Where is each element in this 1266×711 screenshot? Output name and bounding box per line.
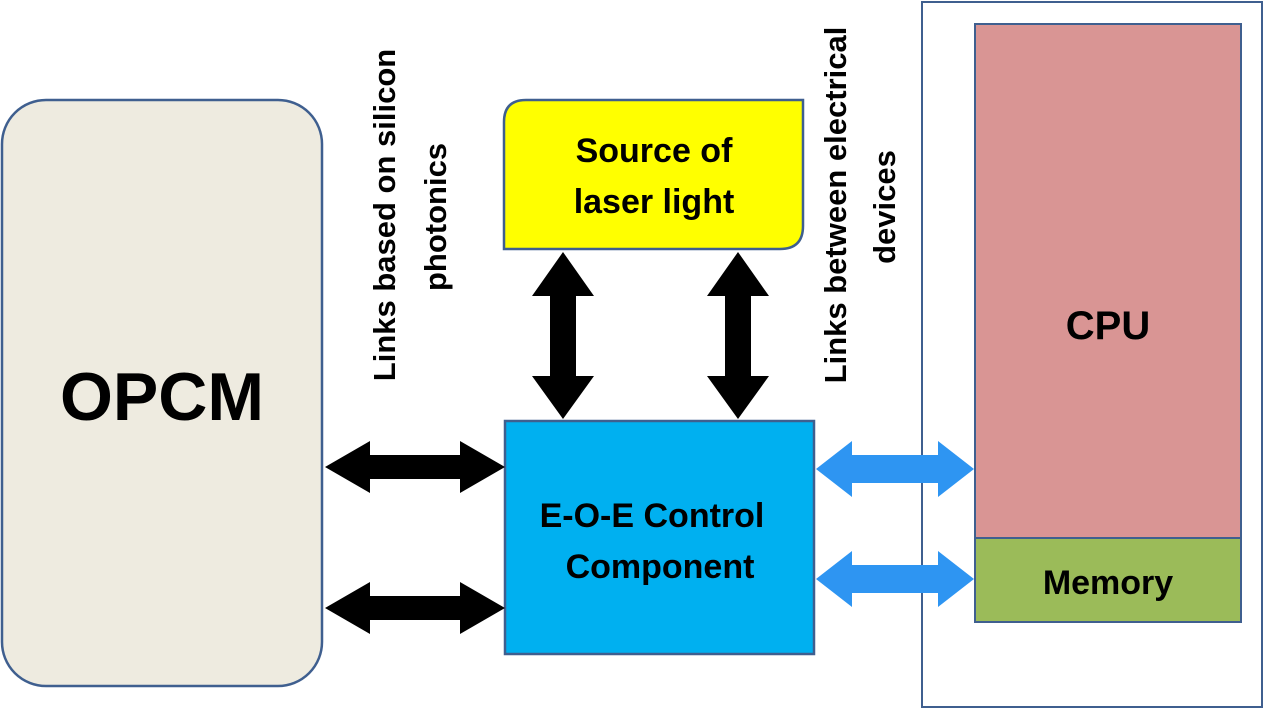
electrical-links-label-line1: Links between electrical bbox=[818, 27, 853, 384]
laser-source-label-line1: Source of bbox=[576, 132, 733, 170]
opcm-node bbox=[0, 98, 324, 688]
eoe-control-node bbox=[503, 419, 816, 656]
laser-link-arrow bbox=[532, 252, 594, 419]
photonic-link-arrow bbox=[325, 441, 505, 493]
cpu-label: CPU bbox=[1066, 304, 1150, 348]
eoe-control-label-line1: E-O-E Control bbox=[540, 497, 765, 535]
electrical-links-label-line2: devices bbox=[867, 150, 902, 264]
eoe-control-label-line2: Component bbox=[566, 548, 755, 586]
memory-node bbox=[974, 537, 1242, 623]
electrical-link-arrow-memory bbox=[816, 551, 974, 607]
laser-source-label-line2: laser light bbox=[574, 183, 735, 221]
memory-label: Memory bbox=[1043, 564, 1173, 602]
photonic-links-label-line2: photonics bbox=[418, 143, 453, 291]
laser-source-node bbox=[502, 98, 805, 251]
opcm-label: OPCM bbox=[60, 359, 264, 435]
laser-link-arrow bbox=[707, 252, 769, 419]
electrical-link-arrow-cpu bbox=[816, 441, 974, 497]
cpu-node bbox=[974, 23, 1242, 539]
photonic-links-label-line1: Links based on silicon bbox=[367, 49, 402, 381]
photonic-link-arrow bbox=[325, 582, 505, 634]
